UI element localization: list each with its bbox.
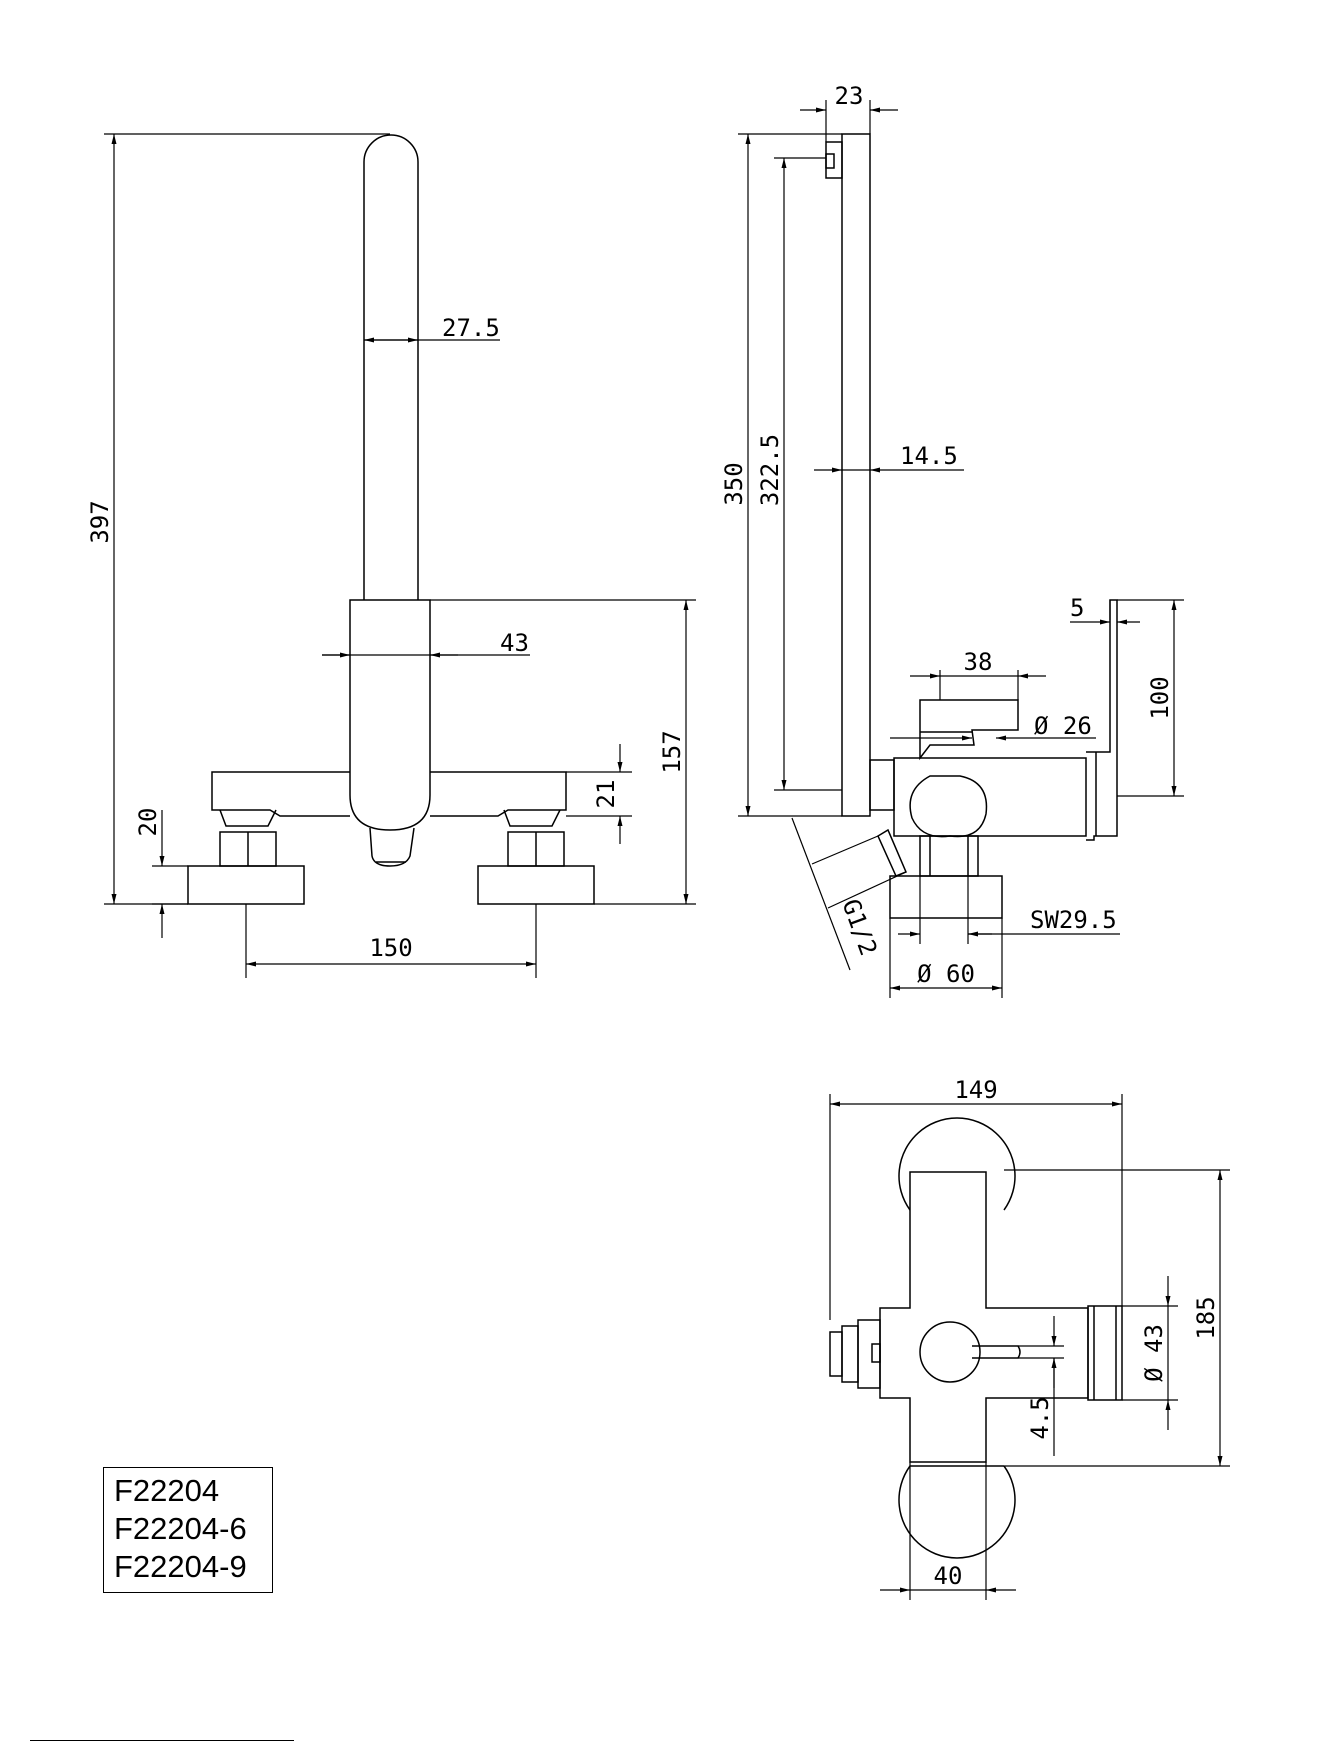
side-lever: [919, 699, 1019, 761]
model-number: F22204-9: [114, 1549, 247, 1584]
dim-cartridge-diameter: Ø 43: [1140, 1324, 1168, 1382]
rail: [841, 133, 871, 817]
dim-overall-depth: 185: [1192, 1296, 1220, 1339]
top-view: [829, 1117, 1123, 1559]
front-dimensions: [104, 133, 696, 978]
dim-base-width: 40: [934, 1562, 963, 1590]
dim-overall-width: 149: [954, 1076, 997, 1104]
dim-body-width: 43: [500, 629, 529, 657]
dim-bar-height: 21: [592, 780, 620, 809]
left-flange: [187, 865, 305, 905]
dim-plate-thickness: 5: [1070, 594, 1084, 622]
bottom-flange-circle: [898, 1465, 1016, 1559]
dim-flange-diameter: Ø 60: [917, 960, 975, 988]
dim-centers: 150: [369, 934, 412, 962]
dim-height-rail: 322.5: [756, 434, 784, 506]
dim-depth: 23: [835, 82, 864, 110]
dim-lever-length: 38: [964, 648, 993, 676]
dim-pipe-width: 27.5: [442, 314, 500, 342]
top-flange-circle: [898, 1117, 1016, 1211]
top-dimensions: [829, 1094, 1230, 1600]
bottom-rule: [30, 1740, 294, 1741]
body-outline: [349, 599, 431, 831]
side-view: [825, 133, 1118, 919]
dim-nut-size: SW29.5: [1030, 906, 1117, 934]
model-number-box: F22204 F22204-6 F22204-9: [103, 1467, 273, 1593]
side-dimensions: [738, 100, 1184, 998]
dimension-labels: 397 27.5 43 157 21 20 150 23 350 322.5 1…: [86, 82, 1220, 1590]
dim-lever-diameter: Ø 26: [1034, 712, 1092, 740]
dim-lever-offset: 4.5: [1026, 1396, 1054, 1439]
dim-plate-height: 100: [1146, 676, 1174, 719]
dim-height-total: 350: [720, 462, 748, 505]
top-body: [879, 1171, 1089, 1463]
wall-plate: [1086, 599, 1118, 841]
pipe-outline: [363, 134, 419, 600]
dim-total-height: 397: [86, 500, 114, 543]
dim-flange-height: 20: [134, 808, 162, 837]
dim-thread: G1/2: [836, 895, 882, 959]
dim-body-height: 157: [658, 730, 686, 773]
side-flange: [889, 875, 1003, 919]
spout-outline: [369, 827, 415, 867]
top-handle-knob: [919, 1321, 981, 1383]
bar-outline: [211, 771, 350, 817]
side-knob: [909, 775, 988, 838]
top-cartridge: [1087, 1305, 1123, 1401]
dim-rail-width: 14.5: [900, 442, 958, 470]
side-body: [869, 759, 895, 811]
right-flange: [477, 865, 595, 905]
front-view: [187, 134, 595, 905]
model-number: F22204-6: [114, 1511, 247, 1546]
model-number: F22204: [114, 1473, 220, 1508]
